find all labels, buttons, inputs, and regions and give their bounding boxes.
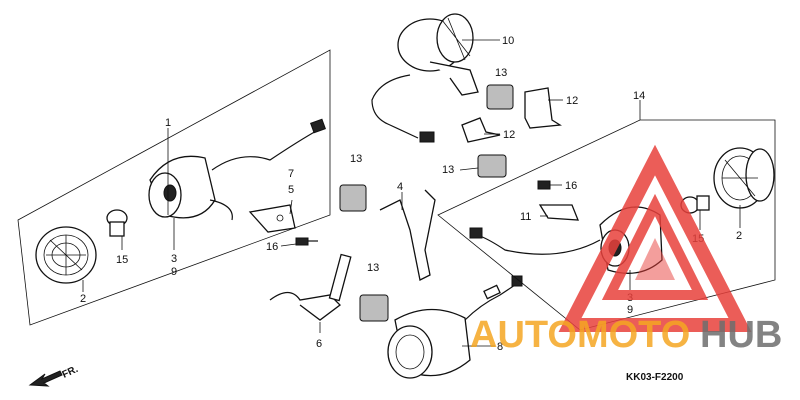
bracket-right[interactable] [538,204,579,221]
left-assembly-frame [17,49,331,326]
label-part-16-right: 16 [565,180,577,192]
bolt-left[interactable] [295,237,318,246]
label-part-4: 4 [397,181,403,193]
label-part-1: 1 [165,117,171,129]
label-part-6: 6 [316,338,322,350]
label-part-9-left: 9 [171,266,177,278]
label-part-15-left: 15 [116,254,128,266]
right-assembly-frame [437,119,776,331]
bracket-top-right[interactable] [524,87,562,129]
lamp-lower[interactable] [387,275,523,379]
lens-right[interactable] [713,147,775,209]
label-part-2-right: 2 [736,230,742,242]
label-part-8: 8 [497,341,503,353]
label-part-13-c: 13 [495,67,507,79]
label-part-13-a: 13 [350,153,362,165]
watermark-text-hub: HUB [700,314,782,356]
leader-lines [82,39,741,347]
housing-left[interactable] [148,118,326,221]
label-part-7: 7 [288,168,294,180]
rubber-top-lower[interactable] [477,154,507,178]
watermark-logo [558,144,752,332]
front-arrow-icon [28,370,63,387]
label-part-12-b: 12 [503,129,515,141]
label-part-3-left: 3 [171,253,177,265]
label-part-11: 11 [520,211,531,223]
label-part-16-left: 16 [266,241,278,253]
stay-6[interactable] [269,253,352,321]
diagram-code: KK03-F2200 [626,372,684,383]
label-part-13-b: 13 [367,262,379,274]
stay-4[interactable] [379,189,436,281]
rubber-mid-upper[interactable] [339,184,367,212]
lamp-top[interactable] [371,13,479,143]
bolt-right[interactable] [537,180,551,190]
lens-left[interactable] [35,226,97,284]
watermark-text: AUTOMOTO HUB [470,314,782,356]
watermark-text-automoto: AUTOMOTO [470,314,690,356]
label-part-13-d: 13 [442,164,454,176]
bracket-top-mid[interactable] [461,117,501,143]
rubber-lower[interactable] [359,294,389,322]
label-part-10: 10 [502,35,514,47]
bulb-left[interactable] [106,209,128,237]
label-part-9-right: 9 [627,304,633,316]
front-label: FR. [61,364,80,381]
label-part-5: 5 [288,184,294,196]
rubber-top[interactable] [486,84,514,110]
label-part-2-left: 2 [80,293,86,305]
label-part-12-a: 12 [566,95,578,107]
label-part-14: 14 [633,90,645,102]
bracket-left[interactable] [248,204,296,233]
